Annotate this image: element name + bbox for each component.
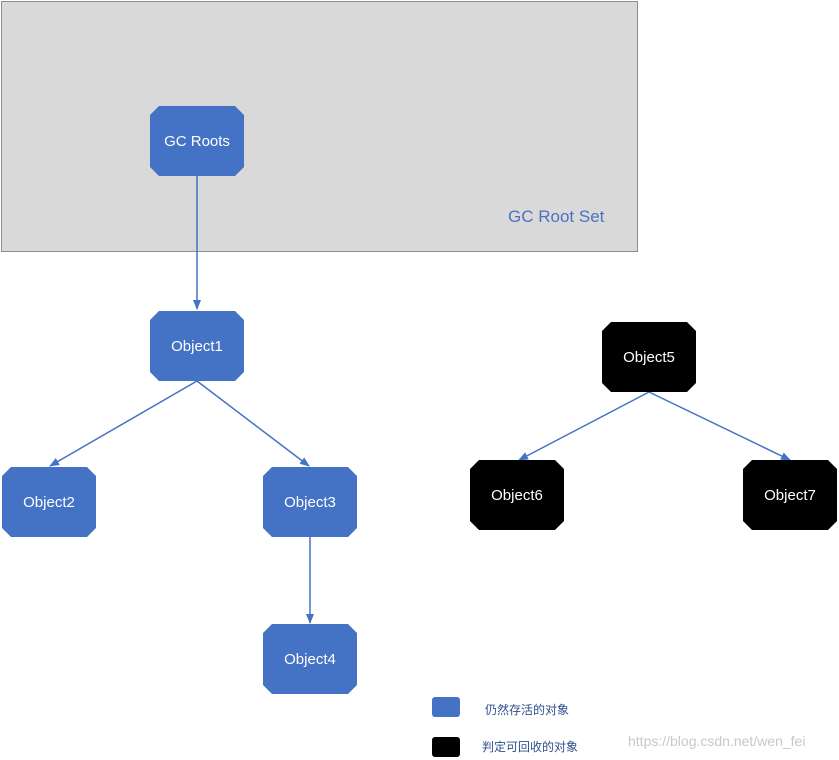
node-object4: Object4 bbox=[263, 624, 357, 694]
node-object7: Object7 bbox=[743, 460, 837, 530]
watermark-text: https://blog.csdn.net/wen_fei bbox=[628, 733, 806, 749]
node-gc-roots: GC Roots bbox=[150, 106, 244, 176]
edge-object1-to-object3 bbox=[196, 380, 310, 467]
edge-object5-to-object6 bbox=[518, 391, 650, 461]
gc-root-set-label: GC Root Set bbox=[508, 207, 605, 226]
edge-object5-to-object7 bbox=[648, 391, 791, 461]
gc-root-set-region bbox=[1, 1, 638, 252]
legend-alive-swatch bbox=[432, 697, 460, 717]
edge-object1-to-object2 bbox=[49, 380, 198, 467]
node-object5: Object5 bbox=[602, 322, 696, 392]
legend-alive-label: 仍然存活的对象 bbox=[485, 703, 570, 717]
node-object3: Object3 bbox=[263, 467, 357, 537]
legend-dead-swatch bbox=[432, 737, 460, 757]
node-object1: Object1 bbox=[150, 311, 244, 381]
node-object6: Object6 bbox=[470, 460, 564, 530]
node-object2: Object2 bbox=[2, 467, 96, 537]
legend-dead-label: 判定可回收的对象 bbox=[482, 740, 579, 754]
